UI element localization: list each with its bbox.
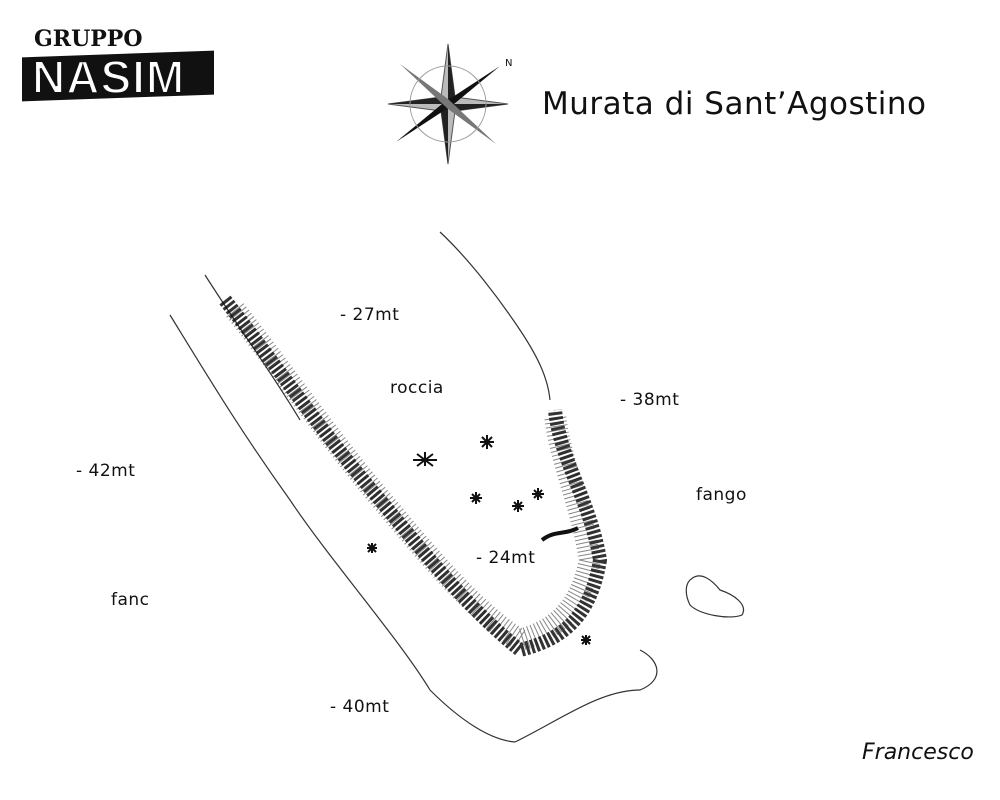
compass-rose-icon: N xyxy=(387,43,512,165)
logo-text-gruppo: GRUPPO xyxy=(34,26,143,52)
compass-north-label: N xyxy=(505,58,512,69)
depth-label-27: - 27mt xyxy=(340,305,400,325)
terrain-label-fango-right: fango xyxy=(696,485,747,505)
depth-label-24: - 24mt xyxy=(476,548,536,568)
rock-outcrop xyxy=(685,575,744,618)
sea-life-markers xyxy=(367,435,591,645)
map-title: Murata di Sant’Agostino xyxy=(542,86,927,122)
terrain-label-roccia: roccia xyxy=(390,378,444,398)
gruppo-nasim-logo: GRUPPO NASIM xyxy=(12,14,217,114)
author-signature: Francesco xyxy=(862,740,974,765)
logo-text-nasim: NASIM xyxy=(31,50,186,104)
depth-label-40: - 40mt xyxy=(330,697,390,717)
reef-outline xyxy=(169,231,658,743)
depth-label-38: - 38mt xyxy=(620,390,680,410)
rock-wall xyxy=(219,295,607,657)
depth-label-42: - 42mt xyxy=(76,461,136,481)
terrain-label-fango-left: fanc xyxy=(111,590,150,610)
